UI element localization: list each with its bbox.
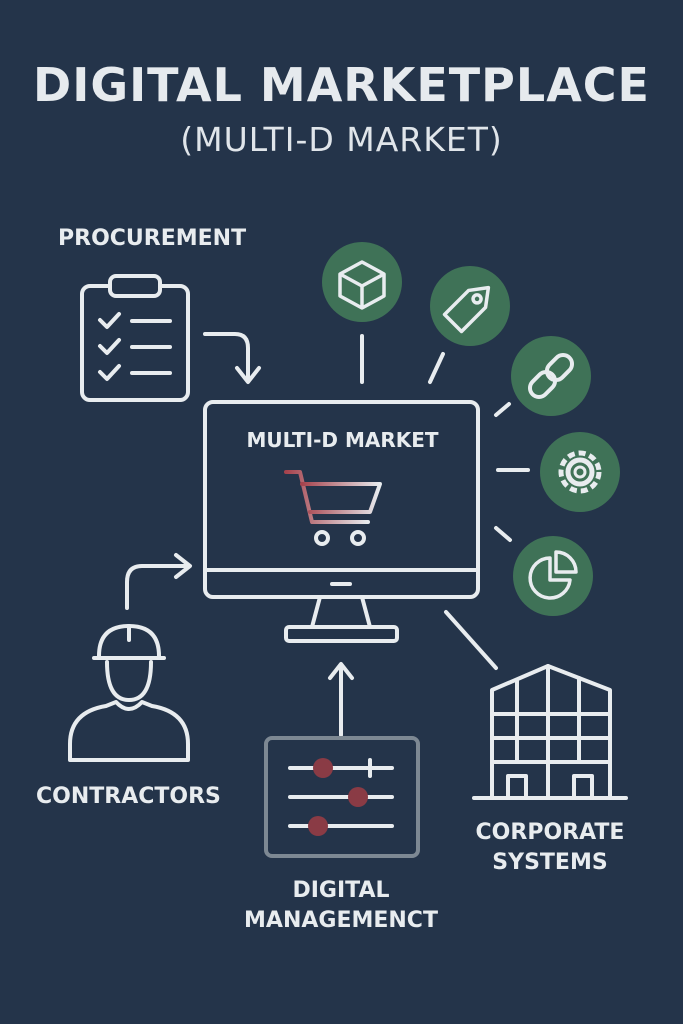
gear-icon [558,450,602,494]
building-icon [472,664,628,800]
contractors-label: CONTRACTORS [36,784,221,809]
corporate-systems-label: CORPORATE SYSTEMS [470,818,630,878]
feature-circle-cube [322,242,402,322]
clipboard-icon [80,274,190,402]
cart-icon [284,470,382,546]
slider-knob [308,816,328,836]
monitor-icon [203,400,480,643]
sliders-panel [264,736,420,858]
screen-label: MULTI-D MARKET [246,428,439,452]
page-title: DIGITAL MARKETPLACE [33,58,650,112]
feature-connectors [360,334,530,670]
feature-circle-pie [513,536,593,616]
corporate-label-line1: CORPORATE [475,820,625,845]
digital-label-line1: DIGITAL [292,878,390,903]
corporate-label-line2: SYSTEMS [492,850,608,875]
slider-knob [313,758,333,778]
cube-icon [338,260,386,310]
page-subtitle: (MULTI-D MARKET) [180,120,503,159]
feature-circle-gear [540,432,620,512]
management-arrow [328,662,354,737]
procurement-label: PROCUREMENT [58,226,247,251]
slider-knob [348,787,368,807]
feature-circle-link [511,336,591,416]
contractor-icon [68,624,190,762]
tag-icon [442,285,491,334]
digital-label-line2: MANAGEMENCT [244,908,438,933]
link-icon [527,352,575,400]
contractor-arrow [125,553,192,610]
digital-management-label: DIGITAL MANAGEMENCT [236,876,446,936]
feature-circle-tag [430,266,510,346]
procurement-arrow [203,332,261,384]
pie-chart-icon [528,550,578,600]
